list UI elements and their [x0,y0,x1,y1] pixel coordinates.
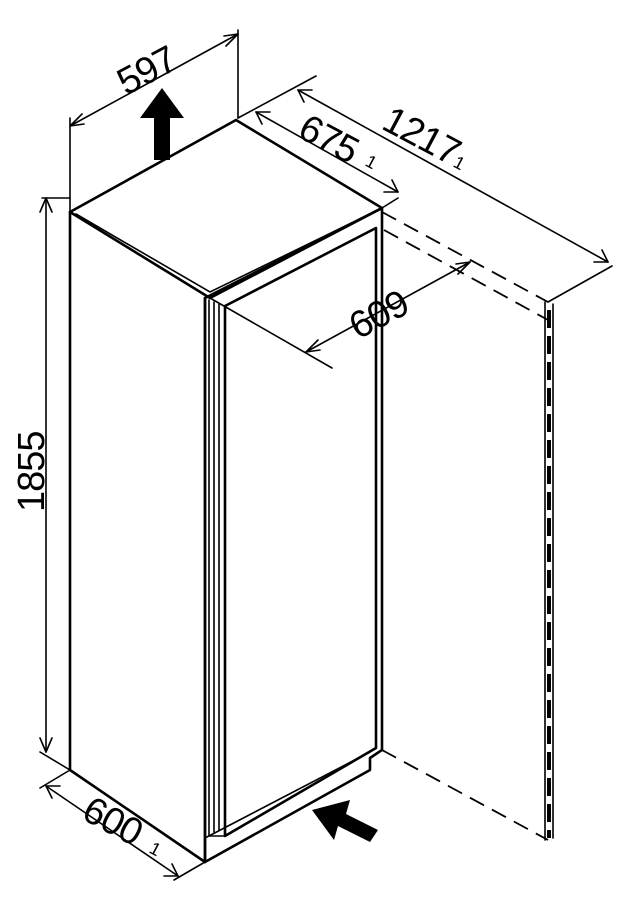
door-handle [208,299,226,837]
door-swing-bottom [381,749,549,841]
width-bottom-note: 1 [146,838,164,860]
height-value: 1855 [11,431,53,512]
width-top-value: 597 [111,39,184,104]
open-door-outline [381,211,554,841]
arrow-left-icon [312,800,378,842]
door-swing-top [381,211,549,303]
dimension-height: 1855 [11,197,71,771]
dimension-width-bottom: 600 1 [39,769,206,881]
cabinet-side-face [68,210,207,864]
top-edge-inner [75,209,379,293]
arrow-up-icon [140,88,184,160]
appliance-body [68,118,384,864]
door-swing-edge-outline [544,301,554,841]
width-bottom-value: 600 [76,789,149,854]
door-swing-top-2 [383,229,549,321]
depth-door-value: 675 [292,107,365,172]
door-panel [223,226,378,838]
cabinet-plinth [204,751,371,839]
dimension-depth-door: 675 1 [237,75,399,209]
depth-door-note: 1 [362,151,380,173]
depth-body-value: 609 [343,283,416,348]
